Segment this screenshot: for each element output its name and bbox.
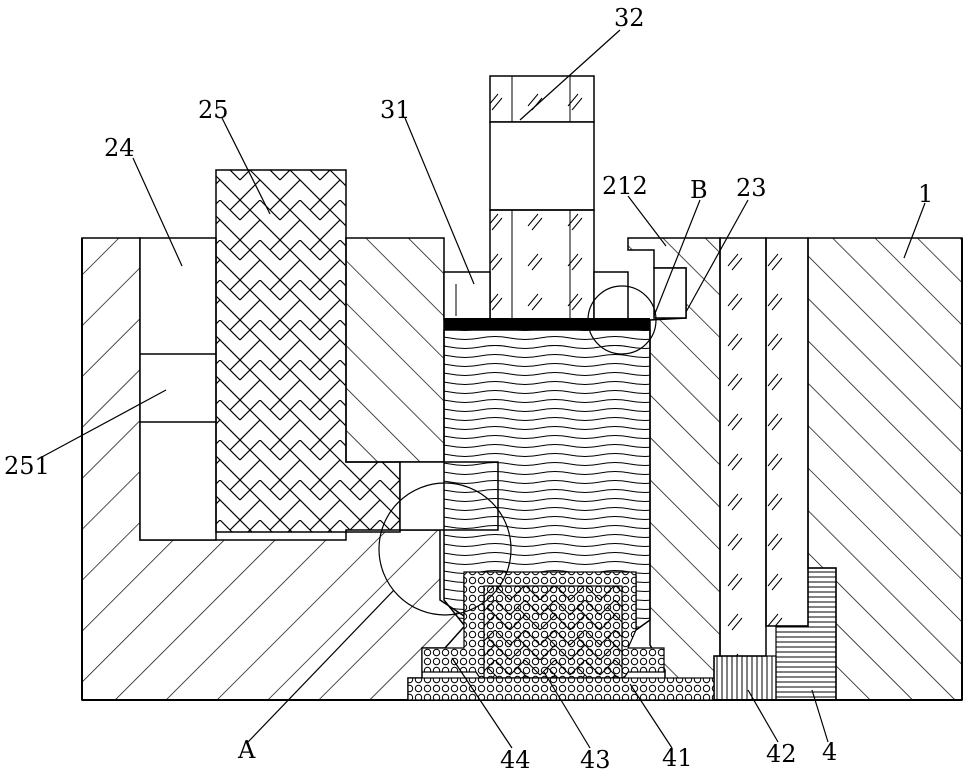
label-251: 251 <box>4 452 50 480</box>
label-a: A <box>237 736 256 764</box>
label-31: 31 <box>380 96 411 124</box>
label-42: 42 <box>766 740 797 768</box>
label-1: 1 <box>918 180 933 208</box>
vertical-channels <box>720 238 808 656</box>
part-42 <box>714 656 776 700</box>
label-23: 23 <box>736 174 767 202</box>
slot-24 <box>140 238 216 540</box>
label-24: 24 <box>104 134 135 162</box>
label-25: 25 <box>198 96 229 124</box>
label-4: 4 <box>822 738 837 766</box>
label-41: 41 <box>662 744 693 772</box>
label-32: 32 <box>614 4 645 32</box>
label-212: 212 <box>602 172 648 200</box>
base-plate-41 <box>408 678 714 700</box>
label-b: B <box>690 176 708 204</box>
label-44: 44 <box>500 746 531 774</box>
label-43: 43 <box>580 746 611 774</box>
shaft-32 <box>490 76 594 320</box>
